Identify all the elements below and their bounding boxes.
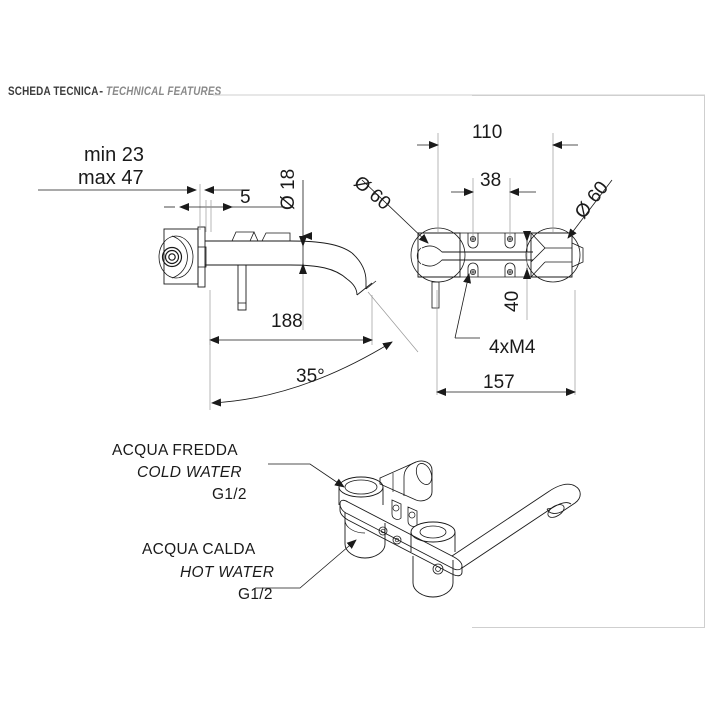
dim-plate-thickness (164, 200, 285, 232)
leader-hot-water (255, 539, 357, 589)
leader-flange-diameter-right (567, 179, 613, 239)
dim-inner-screw-centers (451, 178, 536, 236)
sheet-title: SCHEDA TECNICA (8, 86, 99, 98)
iso-callout-leaders (255, 463, 357, 589)
dim-screw-offset (523, 231, 531, 320)
sheet-subtitle: TECHNICAL FEATURES (106, 86, 222, 98)
label-screw-callout: 4xM4 (489, 337, 536, 358)
side-view-group (158, 226, 377, 311)
iso-body-bar (339, 499, 463, 577)
iso-hot-inlet (410, 521, 456, 598)
dim-overall-width (436, 290, 576, 396)
side-view-spout (205, 231, 377, 296)
label-overall-width: 157 (483, 372, 515, 393)
label-hot-water-thread: G1/2 (238, 586, 273, 603)
iso-spout (451, 483, 581, 569)
dim-spout-diameter (299, 180, 312, 330)
label-cold-water-en: COLD WATER (137, 464, 242, 481)
side-view-wall-plate (197, 226, 206, 288)
label-spout-projection: 188 (271, 311, 303, 332)
label-spout-diameter: Ø 18 (278, 168, 299, 210)
label-plate-thickness: 5 (240, 187, 251, 208)
label-spout-angle: 35° (296, 366, 325, 387)
label-cold-water-it: ACQUA FREDDA (112, 442, 238, 459)
front-view-mounting-screws (467, 233, 516, 277)
sheet-header: SCHEDA TECNICA - TECHNICAL FEATURES (8, 86, 240, 98)
label-screw-offset: 40 (502, 290, 523, 312)
iso-view-group (338, 460, 581, 598)
dim-spout-angle (209, 291, 419, 410)
label-overall-centers: 110 (472, 122, 503, 143)
label-hot-water-en: HOT WATER (180, 564, 275, 581)
label-inner-screw-centers: 38 (480, 170, 502, 191)
side-view-lever-handle (237, 264, 247, 311)
front-view-dimensions (361, 133, 613, 396)
label-wall-thickness-min: min 23 (84, 144, 145, 166)
front-view-group (410, 227, 584, 309)
front-view-connecting-bar (442, 232, 533, 278)
dim-spout-projection (209, 290, 373, 345)
leader-flange-diameter-left (361, 179, 429, 244)
dim-overall-centers (417, 133, 578, 232)
front-view-right-flange (525, 227, 584, 283)
leader-screw-callout (454, 273, 480, 339)
label-cold-water-thread: G1/2 (212, 486, 247, 503)
header-separator: - (99, 86, 104, 98)
label-hot-water-it: ACQUA CALDA (142, 541, 256, 558)
front-view-left-flange (410, 227, 466, 309)
iso-mounting-brackets (378, 499, 418, 545)
label-wall-thickness-max: max 47 (78, 167, 144, 189)
side-view-body (158, 228, 207, 285)
leader-cold-water (268, 463, 345, 488)
side-view-dimensions (38, 180, 419, 410)
iso-cartridge-body (379, 460, 433, 502)
